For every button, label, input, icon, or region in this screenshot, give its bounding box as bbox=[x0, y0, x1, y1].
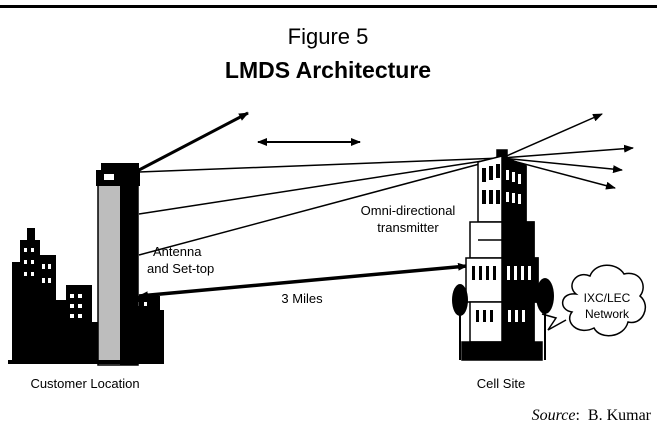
cell-arrow-down bbox=[501, 157, 616, 190]
network-label-line2: Network bbox=[585, 307, 630, 321]
source-separator: : bbox=[575, 407, 579, 424]
cell-arrow-up bbox=[501, 113, 603, 159]
ground bbox=[8, 360, 164, 364]
network-link bbox=[541, 313, 567, 331]
network-label-line1: IXC/LEC bbox=[584, 291, 631, 305]
signal-line-roof bbox=[138, 157, 503, 173]
figure-number: Figure 5 bbox=[288, 24, 369, 49]
cloud-icon bbox=[562, 264, 646, 337]
tree-icon bbox=[452, 278, 554, 360]
set-top-label: and Set-top bbox=[147, 261, 214, 276]
cell-arrow-right bbox=[501, 144, 634, 159]
top-rule bbox=[0, 5, 657, 8]
source-label: Source bbox=[532, 407, 576, 424]
cell-site-building-icon bbox=[461, 149, 543, 361]
signal-lines bbox=[138, 111, 634, 300]
figure-title: LMDS Architecture bbox=[225, 57, 431, 83]
source-credit: Source: B. Kumar bbox=[532, 407, 652, 424]
signal-line-mid-2 bbox=[138, 157, 503, 256]
city-skyline-icon bbox=[12, 228, 164, 362]
transmitter-label: transmitter bbox=[377, 220, 439, 235]
source-author: B. Kumar bbox=[588, 407, 652, 424]
antenna-label: Antenna bbox=[153, 244, 202, 259]
tower-building-icon bbox=[96, 163, 140, 366]
distance-label: 3 Miles bbox=[281, 291, 323, 306]
cell-site-label: Cell Site bbox=[477, 376, 525, 391]
signal-line-upper-left bbox=[138, 111, 249, 172]
signal-line-antenna bbox=[138, 262, 468, 300]
omni-directional-label: Omni-directional bbox=[361, 203, 456, 218]
customer-location-label: Customer Location bbox=[30, 376, 139, 391]
signal-line-mid-1 bbox=[138, 157, 503, 215]
cell-arrow-mid bbox=[501, 157, 623, 174]
